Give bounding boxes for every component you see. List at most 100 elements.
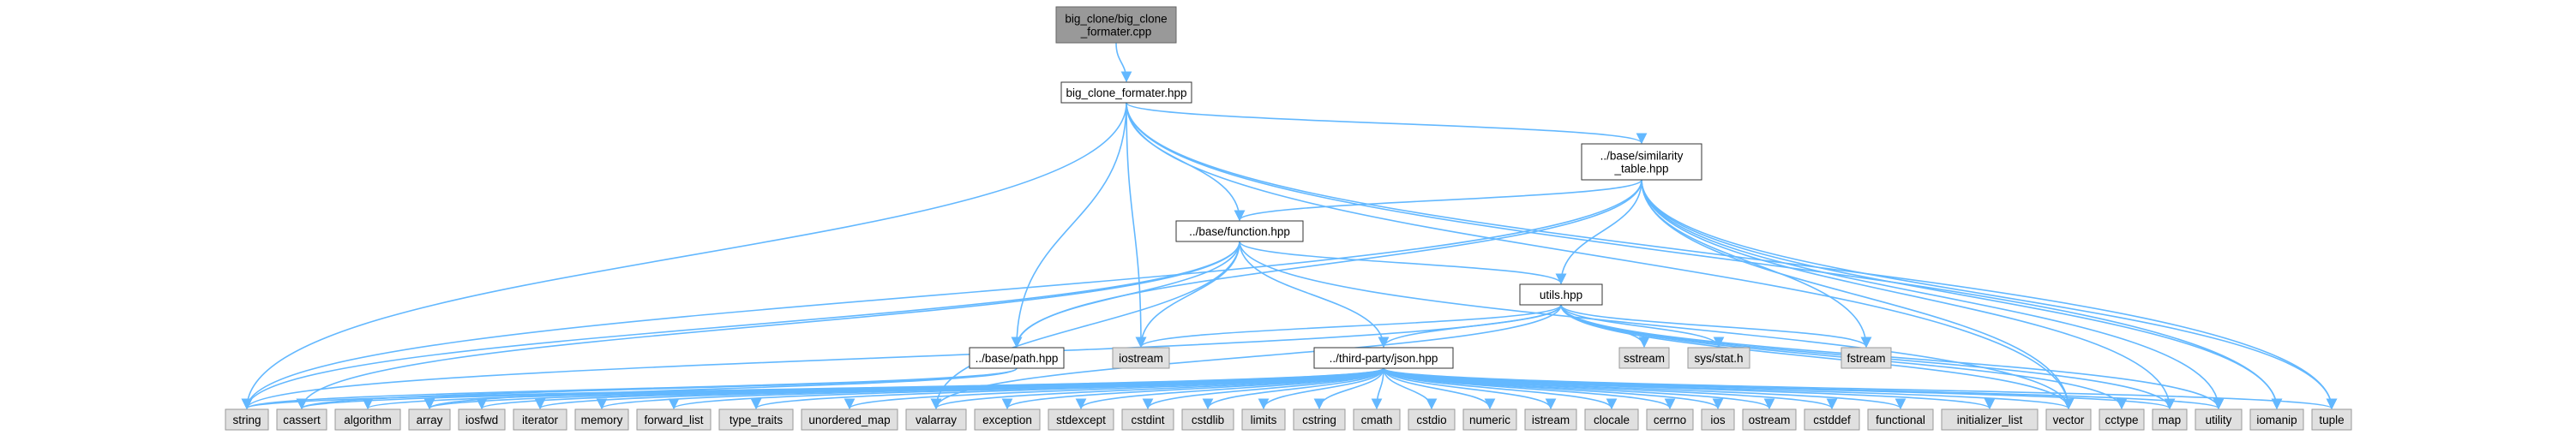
node-iostream: iostream: [1112, 347, 1170, 369]
node-cstdint: cstdint: [1121, 408, 1174, 431]
node-label: algorithm: [344, 414, 392, 426]
node-cerrno: cerrno: [1646, 408, 1694, 431]
dependency-edge-func-to-path: [1011, 241, 1240, 349]
node-label: exception: [982, 414, 1032, 426]
node-box: [636, 408, 712, 431]
node-box: [1241, 408, 1286, 431]
dependency-edge-json-to-unordered_map: [844, 367, 1384, 410]
node-box: [2045, 408, 2092, 431]
dependency-edge-json-to-istream: [1383, 367, 1557, 410]
dependency-edge-sim-to-utility: [1641, 179, 2225, 410]
node-box: [2152, 408, 2188, 431]
node-label: istream: [1532, 414, 1570, 426]
node-path[interactable]: ../base/path.hpp: [969, 347, 1065, 369]
dependency-edge-json-to-cstdlib: [1202, 367, 1384, 410]
node-label: _table.hpp: [1613, 163, 1668, 176]
node-label: stdexcept: [1056, 414, 1106, 426]
node-cstdio: cstdio: [1408, 408, 1456, 431]
node-initializer-list: initializer_list: [1941, 408, 2039, 431]
node-box: [1524, 408, 1577, 431]
node-box: [1313, 347, 1454, 369]
dependency-edge-json-to-cstdio: [1383, 367, 1438, 410]
node-limits: limits: [1241, 408, 1286, 431]
node-utility: utility: [2195, 408, 2243, 431]
node-cassert: cassert: [276, 408, 327, 431]
node-box: [1840, 347, 1892, 369]
node-label: cstdio: [1416, 414, 1446, 426]
node-label: cctype: [2105, 414, 2138, 426]
node-label: big_clone/big_clone: [1065, 13, 1167, 26]
node-box: [1112, 347, 1170, 369]
node-array: array: [408, 408, 451, 431]
node-label: ostream: [1749, 414, 1791, 426]
node-box: [2099, 408, 2145, 431]
node-cstddef: cstddef: [1804, 408, 1860, 431]
node-box: [1646, 408, 1694, 431]
dependency-edge-sim-to-map: [1641, 179, 2176, 410]
node-box: [1353, 408, 1401, 431]
node-label: unordered_map: [808, 414, 890, 426]
node-label: iosfwd: [465, 414, 498, 426]
dependency-edge-json-to-tuple: [1383, 367, 2337, 410]
node-iosfwd: iosfwd: [458, 408, 506, 431]
node-label: array: [417, 414, 443, 426]
node-label: limits: [1251, 414, 1277, 426]
edge-layer: [241, 42, 2338, 410]
node-box: [2195, 408, 2243, 431]
node-iterator: iterator: [513, 408, 567, 431]
dependency-edge-func-to-json: [1239, 241, 1390, 349]
node-utils[interactable]: utils.hpp: [1519, 283, 1603, 306]
node-label: valarray: [916, 414, 957, 426]
node-cctype: cctype: [2099, 408, 2145, 431]
node-valarray: valarray: [905, 408, 967, 431]
node-box: [458, 408, 506, 431]
node-layer: big_clone/big_clone_formater.cppbig_clon…: [225, 6, 2352, 431]
dependency-edge-sim-to-func: [1234, 179, 1642, 222]
dependency-edge-path-to-array: [423, 367, 1018, 410]
node-label: utils.hpp: [1540, 289, 1582, 301]
node-iomanip: iomanip: [2249, 408, 2304, 431]
dependency-edge-bcf-to-vector: [1126, 102, 2075, 410]
node-label: ../base/path.hpp: [976, 352, 1059, 365]
node-bcf[interactable]: big_clone_formater.hpp: [1060, 81, 1192, 104]
dependency-edge-json-to-cmath: [1371, 367, 1384, 410]
node-box: [1701, 408, 1735, 431]
node-label: big_clone_formater.hpp: [1066, 86, 1186, 99]
node-src[interactable]: big_clone/big_clone_formater.cpp: [1055, 6, 1177, 44]
dependency-edge-utils-to-iostream: [1135, 304, 1562, 349]
node-label: utility: [2206, 414, 2232, 426]
dependency-edge-utils-to-sysstat: [1560, 304, 1725, 349]
node-label: vector: [2053, 414, 2085, 426]
node-sim[interactable]: ../base/similarity_table.hpp: [1581, 143, 1702, 181]
dependency-edge-bcf-to-iostream: [1126, 102, 1147, 349]
node-box: [408, 408, 451, 431]
dependency-edge-func-to-cassert: [296, 241, 1240, 410]
node-label: ios: [1710, 414, 1726, 426]
node-func[interactable]: ../base/function.hpp: [1175, 220, 1304, 242]
node-label: ../third-party/json.hpp: [1330, 352, 1438, 365]
dependency-edge-json-to-initializer_list: [1383, 367, 1996, 410]
node-label: ../base/similarity: [1600, 150, 1684, 163]
node-box: [1519, 283, 1603, 306]
node-stdexcept: stdexcept: [1048, 408, 1114, 431]
dependency-edge-sim-to-iomanip: [1641, 179, 2283, 410]
node-label: iterator: [522, 414, 559, 426]
node-json[interactable]: ../third-party/json.hpp: [1313, 347, 1454, 369]
node-label: cerrno: [1654, 414, 1686, 426]
dependency-edge-sim-to-string: [241, 179, 1642, 410]
node-algorithm: algorithm: [334, 408, 401, 431]
node-unordered-map: unordered_map: [801, 408, 898, 431]
dependency-edge-json-to-clocale: [1383, 367, 1618, 410]
node-map: map: [2152, 408, 2188, 431]
node-box: [1618, 347, 1670, 369]
node-label: clocale: [1594, 414, 1630, 426]
node-label: cstddef: [1813, 414, 1851, 426]
dependency-edge-bcf-to-sim: [1126, 102, 1648, 145]
node-box: [2311, 408, 2352, 431]
node-box: [1121, 408, 1174, 431]
node-string: string: [225, 408, 269, 431]
node-forward-list: forward_list: [636, 408, 712, 431]
node-label: ../base/function.hpp: [1189, 225, 1290, 238]
node-box: [718, 408, 794, 431]
